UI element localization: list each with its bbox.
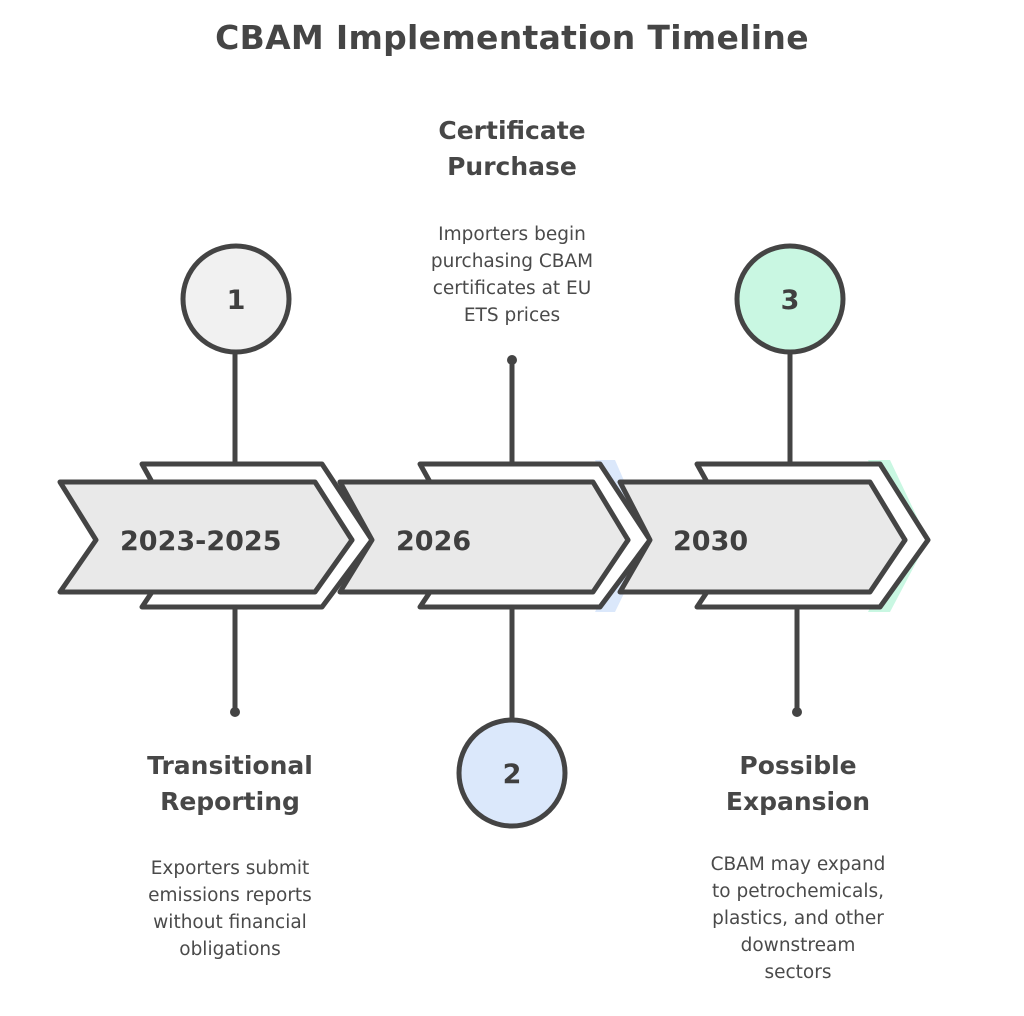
- marker-3-circle: [734, 243, 846, 355]
- diagram-title: CBAM Implementation Timeline: [215, 18, 809, 57]
- timeline-segment-3: 2030: [617, 460, 931, 612]
- marker-1-circle: [180, 243, 292, 355]
- milestone-1-desc-line: emissions reports: [148, 885, 312, 906]
- segment-1-band: [57, 479, 355, 595]
- marker-1-number: 1: [227, 285, 246, 316]
- milestone-1-desc-line: Exporters submit: [150, 858, 310, 879]
- milestone-3-desc-line: CBAM may expand: [710, 854, 886, 875]
- milestone-1-heading-line2: Reporting: [160, 787, 300, 816]
- milestone-3-desc-line: to petrochemicals,: [712, 881, 884, 902]
- milestone-1-heading: Transitional Reporting: [90, 748, 370, 820]
- milestone-2-desc-line: ETS prices: [463, 305, 561, 326]
- milestone-marker-2: 2: [456, 717, 568, 829]
- milestone-3-heading-line1: Possible: [739, 751, 857, 780]
- milestone-2-description: Importers begin purchasing CBAM certific…: [372, 221, 652, 329]
- milestone-3-desc-line: sectors: [764, 962, 832, 983]
- milestone-1-heading-line1: Transitional: [147, 751, 313, 780]
- segment-3-band: [617, 479, 908, 595]
- pin-1: [230, 707, 240, 717]
- connectors: [230, 351, 802, 721]
- segment-1-year: 2023-2025: [120, 526, 282, 557]
- milestone-2-heading-line2: Purchase: [447, 152, 577, 181]
- milestone-2-desc-line: purchasing CBAM: [430, 251, 594, 272]
- milestone-1-desc-line: without financial: [153, 912, 307, 933]
- milestone-1-desc-line: obligations: [179, 939, 281, 960]
- milestone-3-desc-line: plastics, and other: [712, 908, 884, 929]
- pin-3: [792, 707, 802, 717]
- milestone-marker-1: 1: [180, 243, 292, 355]
- milestone-2-heading: Certificate Purchase: [372, 113, 652, 185]
- pin-2: [507, 355, 517, 365]
- milestone-3-description: CBAM may expand to petrochemicals, plast…: [658, 851, 938, 986]
- milestone-3-desc-line: downstream: [740, 935, 856, 956]
- timeline-segment-1: 2023-2025: [57, 461, 375, 610]
- segment-2-year: 2026: [396, 526, 471, 557]
- segment-3-year: 2030: [673, 526, 748, 557]
- marker-2-number: 2: [503, 759, 522, 790]
- milestone-3-heading: Possible Expansion: [658, 748, 938, 820]
- milestone-1-description: Exporters submit emissions reports witho…: [90, 855, 370, 963]
- milestone-2-heading-line1: Certificate: [438, 116, 586, 145]
- milestone-2-desc-line: certificates at EU: [432, 278, 592, 299]
- marker-2-circle: [456, 717, 568, 829]
- milestone-3-heading-line2: Expansion: [725, 787, 871, 816]
- milestone-marker-3: 3: [734, 243, 846, 355]
- milestone-2-desc-line: Importers begin: [438, 224, 586, 245]
- timeline-segment-2: 2026: [337, 460, 653, 612]
- segment-2-band: [337, 479, 631, 595]
- marker-3-number: 3: [781, 285, 800, 316]
